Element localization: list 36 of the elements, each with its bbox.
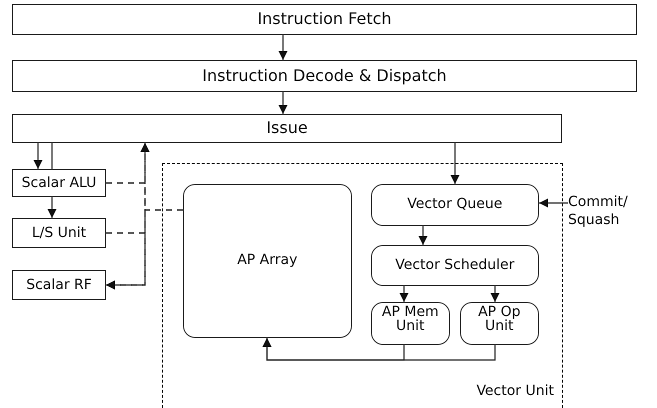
label-text: Commit/ Squash [568, 194, 628, 238]
box-label: AP Op Unit [477, 304, 522, 334]
box-label: Scalar ALU [20, 176, 98, 190]
unit-box [12, 270, 106, 300]
arrow [418, 226, 428, 245]
arrow [34, 143, 42, 169]
arrow [262, 338, 496, 361]
arrow [278, 35, 288, 60]
arrow [539, 198, 568, 208]
arrow [400, 286, 408, 302]
unit-box [12, 169, 106, 197]
unit-box [370, 302, 450, 345]
box-label: Instruction Decode & Dispatch [201, 68, 448, 84]
stage-box [12, 60, 637, 92]
unit-box [12, 218, 106, 248]
region-box [162, 163, 563, 408]
box-label: Vector Scheduler [394, 258, 516, 273]
unit-box [182, 184, 352, 338]
arrow [450, 143, 460, 184]
box-label: Instruction Fetch [256, 11, 393, 28]
unit-box [460, 302, 539, 345]
box-label: Scalar RF [25, 278, 93, 292]
box-label: Vector Queue [406, 197, 504, 212]
region-label: Vector Unit [476, 384, 554, 399]
box-label: AP Array [236, 253, 298, 268]
arrow [48, 197, 56, 218]
box-label: Issue [265, 120, 309, 137]
unit-box [370, 184, 539, 226]
unit-box [370, 244, 539, 286]
box-label: AP Mem Unit [380, 304, 440, 334]
stage-box [12, 4, 637, 35]
box-label: L/S Unit [30, 226, 88, 240]
arrow [278, 92, 288, 114]
arrow [490, 286, 500, 302]
arrow [106, 232, 146, 290]
stage-box [12, 114, 562, 143]
